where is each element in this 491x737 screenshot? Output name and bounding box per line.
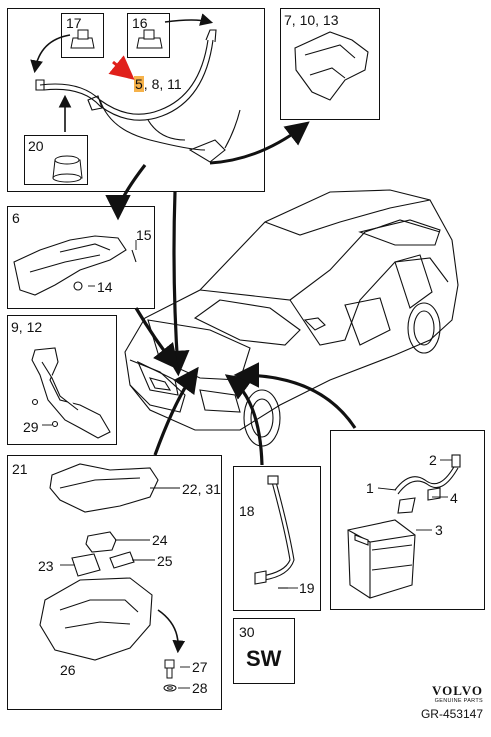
fusebox-cover-22 — [49, 463, 159, 513]
battery-cable — [394, 454, 461, 514]
cable-18 — [254, 475, 295, 589]
panel-30 — [233, 618, 295, 684]
arrow-16-hook — [164, 13, 214, 26]
callout-23: 23 — [38, 558, 54, 574]
callout-26: 26 — [60, 662, 76, 678]
callout-29: 29 — [23, 419, 39, 435]
callout-4: 4 — [450, 490, 458, 506]
duct-6 — [13, 235, 137, 296]
cable-harness-sketch — [35, 29, 241, 163]
code-sw: SW — [246, 646, 282, 671]
callout-16: 16 — [132, 15, 148, 31]
genuine-parts: GENUINE PARTS — [434, 698, 483, 704]
callout-22-31: 22, 31 — [182, 481, 221, 497]
callout-7-10-13: 7, 10, 13 — [284, 12, 339, 28]
callout-28: 28 — [192, 680, 208, 696]
callout-5-8-11: 5, 8, 11 — [134, 76, 182, 92]
callout-14: 14 — [97, 279, 113, 295]
arrow-17-hook — [30, 34, 71, 74]
panel-18 — [233, 466, 321, 611]
washer-28 — [163, 684, 177, 692]
nut-16 — [136, 29, 163, 49]
bracket-9 — [31, 347, 111, 439]
callout-1: 1 — [366, 480, 374, 496]
arrow-to-7 — [209, 121, 310, 165]
callout-25: 25 — [157, 553, 173, 569]
leader-lines — [42, 240, 452, 689]
callout-3: 3 — [435, 522, 443, 538]
callout-30: 30 — [239, 624, 255, 640]
callout-27: 27 — [192, 659, 208, 675]
cover-7 — [294, 31, 369, 101]
battery-pack — [347, 519, 416, 599]
bracket-25 — [109, 551, 135, 569]
callout-5-highlight: 5 — [134, 76, 144, 92]
callout-21: 21 — [12, 461, 28, 477]
callout-9-12: 9, 12 — [11, 319, 43, 335]
ref-number: GR-453147 — [420, 707, 483, 721]
volvo-logo: VOLVO — [432, 683, 483, 698]
callout-17: 17 — [66, 15, 82, 31]
relay-24 — [85, 531, 117, 553]
callout-19: 19 — [299, 580, 315, 596]
brand-block: VOLVO GENUINE PARTS GR-453147 — [383, 684, 483, 722]
red-pointer-arrow — [108, 55, 135, 80]
bolt-27 — [164, 659, 175, 679]
bracket-23 — [71, 553, 101, 577]
callout-24: 24 — [152, 532, 168, 548]
connector-arrows — [105, 164, 357, 654]
callout-15: 15 — [136, 227, 152, 243]
callout-2: 2 — [429, 452, 437, 468]
nut-17 — [70, 29, 95, 49]
callout-8-11: , 8, 11 — [143, 76, 182, 92]
fusebox-base-26 — [39, 577, 153, 661]
callout-18: 18 — [239, 503, 255, 519]
cap-20 — [52, 155, 83, 183]
callout-6: 6 — [12, 210, 20, 226]
callout-20: 20 — [28, 138, 44, 154]
